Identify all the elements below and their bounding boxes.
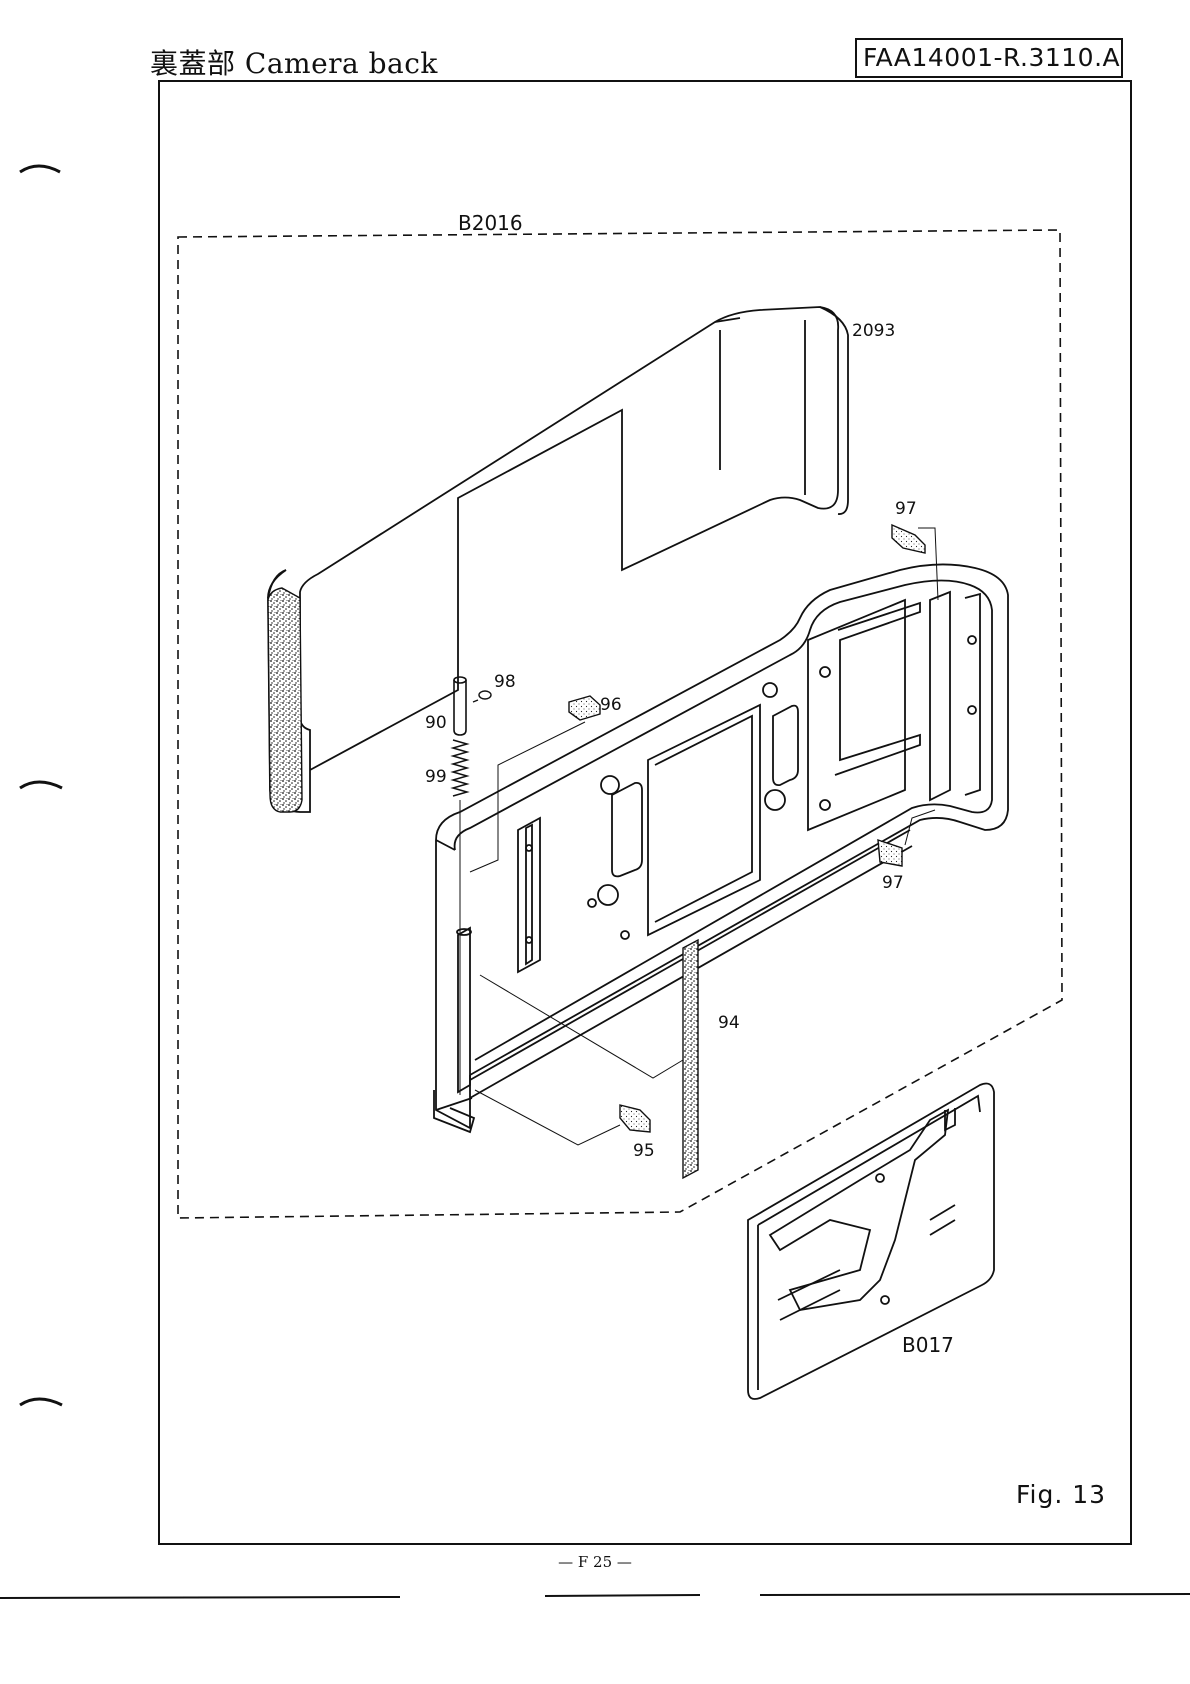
callout-97-bottom: 97 <box>882 873 904 893</box>
callout-b2016: B2016 <box>458 211 523 235</box>
scan-line-left <box>0 1597 400 1598</box>
pad-97-top <box>892 525 925 553</box>
back-door-frame <box>434 564 1008 1132</box>
pressure-plate <box>748 1084 994 1399</box>
callout-94: 94 <box>718 1013 740 1033</box>
callout-97-top: 97 <box>895 499 917 519</box>
small-screw <box>473 691 491 702</box>
back-cover-grip-texture <box>268 588 302 812</box>
callout-98: 98 <box>494 672 516 692</box>
callout-b017: B017 <box>902 1333 954 1357</box>
scan-line-right <box>760 1594 1190 1595</box>
strip-94-leader <box>480 975 683 1078</box>
back-cover-skin <box>268 307 848 812</box>
scan-line-mid <box>545 1595 700 1596</box>
callout-2093: 2093 <box>852 321 895 341</box>
callout-95: 95 <box>633 1141 655 1161</box>
hinge-pin <box>454 677 466 735</box>
pad-95-leader <box>475 1090 620 1145</box>
binder-mark-1 <box>20 166 60 172</box>
figure-label: Fig. 13 <box>1016 1480 1106 1509</box>
binder-mark-2 <box>20 782 62 788</box>
pad-96 <box>569 696 600 720</box>
page-number: — F 25 — <box>0 1553 1190 1571</box>
binder-mark-3 <box>20 1399 62 1405</box>
pad-97-bottom <box>878 840 902 866</box>
callout-90: 90 <box>425 713 447 733</box>
pad-95 <box>620 1105 650 1132</box>
pad-97-bottom-leader <box>905 810 935 845</box>
light-seal-strip-94 <box>683 940 698 1178</box>
callout-96: 96 <box>600 695 622 715</box>
callout-99: 99 <box>425 767 447 787</box>
hinge-spring <box>453 740 467 796</box>
